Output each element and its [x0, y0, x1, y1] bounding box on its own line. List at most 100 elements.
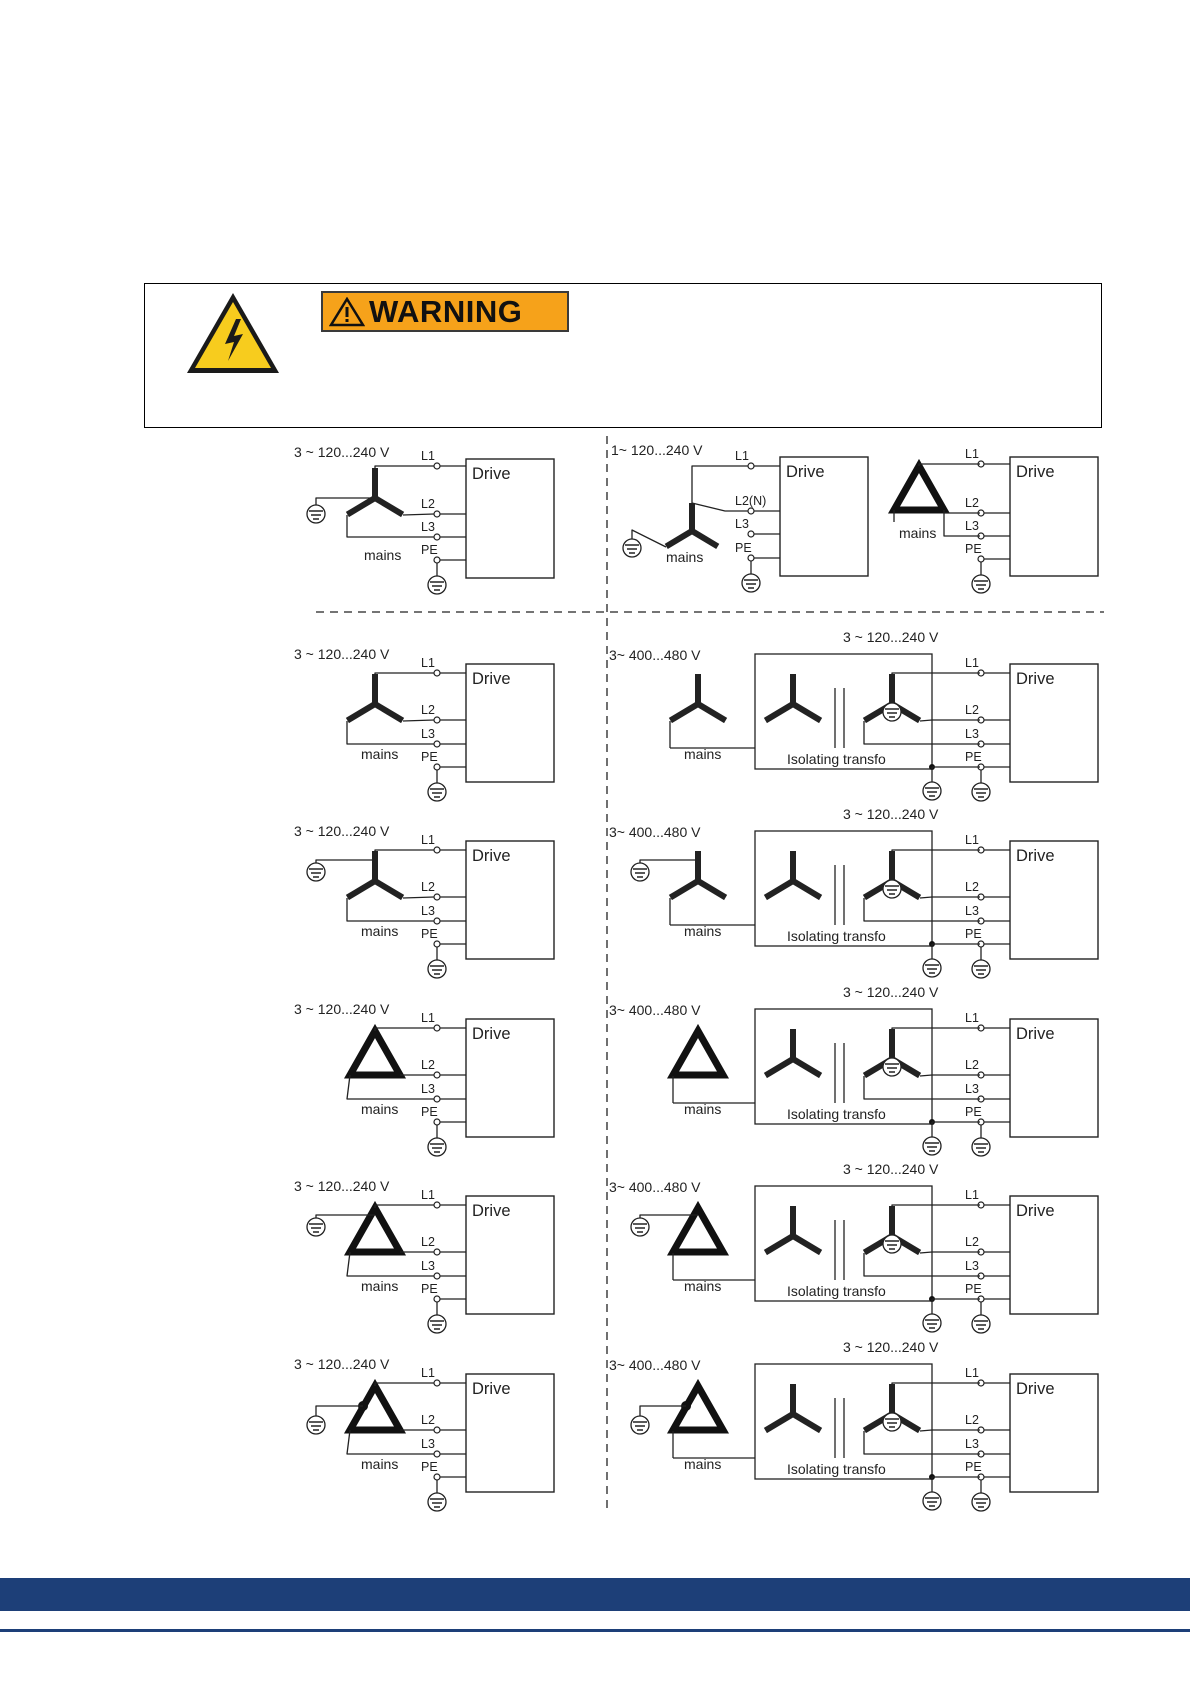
wire: [346, 1074, 434, 1100]
l3-label: L3: [421, 1082, 435, 1096]
terminal: [977, 1450, 985, 1458]
l1-label: L1: [421, 1011, 435, 1025]
delta-triangle: [666, 1023, 730, 1079]
star-arm: [373, 878, 405, 901]
voltage-label: 3 ~ 120...240 V: [294, 823, 390, 839]
wire: [891, 672, 980, 674]
l2-label: L2: [421, 1058, 435, 1072]
star-winding-icon: [668, 851, 728, 901]
star-arm: [696, 701, 728, 724]
footer-band: [0, 1578, 1190, 1611]
wire: [691, 502, 748, 512]
secondary-voltage-label: 3 ~ 120...240 V: [843, 984, 939, 1000]
terminal: [977, 1379, 985, 1387]
transformer-label: Isolating transfo: [787, 1283, 886, 1299]
terminal: [977, 1201, 985, 1209]
terminal: [433, 1379, 441, 1387]
star-arm: [763, 1411, 795, 1434]
junction-dot: [929, 1296, 935, 1302]
voltage-label: 3 ~ 120...240 V: [294, 646, 390, 662]
l2-label: L2: [965, 1235, 979, 1249]
terminal: [977, 1024, 985, 1032]
warning-badge: WARNING: [321, 291, 569, 332]
mains-label: mains: [684, 746, 721, 762]
l3-label: L3: [421, 1437, 435, 1451]
isolating-transformer-box: [754, 1008, 933, 1125]
l1-label: L1: [965, 1366, 979, 1380]
voltage-label: 3 ~ 120...240 V: [294, 1356, 390, 1372]
l1-label: L1: [965, 1188, 979, 1202]
pe-label: PE: [965, 1282, 982, 1296]
drive-box: [465, 840, 555, 960]
junction-dot: [929, 941, 935, 947]
ground-circle: [971, 574, 991, 594]
terminal: [433, 1201, 441, 1209]
wire: [374, 849, 434, 851]
ground-icon: [971, 574, 991, 594]
terminal: [747, 554, 755, 562]
ground-circle: [630, 1217, 650, 1237]
wire: [374, 672, 434, 674]
voltage-label: 3 ~ 120...240 V: [294, 444, 390, 460]
mains-label: mains: [361, 1278, 398, 1294]
delta-triangle: [343, 1023, 407, 1079]
ground-circle: [971, 959, 991, 979]
delta-winding-icon: [343, 1378, 407, 1434]
terminal: [977, 846, 985, 854]
pe-label: PE: [421, 750, 438, 764]
terminal: [433, 1295, 441, 1303]
wire: [639, 1405, 686, 1416]
drive-box: [1009, 1018, 1099, 1138]
star-arm: [763, 1233, 795, 1256]
star-arm: [862, 878, 894, 901]
ground-icon: [971, 1314, 991, 1334]
ground-icon: [427, 959, 447, 979]
mains-label: mains: [666, 549, 703, 565]
l2-label: L2: [421, 1235, 435, 1249]
delta-triangle: [666, 1378, 730, 1434]
star-winding-icon: [763, 674, 823, 724]
terminal: [977, 1118, 985, 1126]
ground-icon: [882, 1234, 902, 1254]
terminal: [433, 740, 441, 748]
terminal: [977, 1071, 985, 1079]
terminal: [977, 1272, 985, 1280]
ground-circle: [882, 1412, 902, 1432]
isolating-transformer-box: [754, 1363, 933, 1480]
wire: [374, 1027, 434, 1031]
wire: [374, 1382, 434, 1386]
star-arm: [890, 1056, 922, 1079]
secondary-voltage-label: 3 ~ 120...240 V: [843, 1161, 939, 1177]
panel-row2-right: 3~ 400...480 V3 ~ 120...240 VDriveL1L2L3…: [609, 806, 1099, 979]
terminal: [977, 555, 985, 563]
terminal: [433, 669, 441, 677]
ground-icon: [306, 862, 326, 882]
star-arm: [763, 701, 795, 724]
wire: [863, 1076, 980, 1100]
star-winding-icon: [763, 1206, 823, 1256]
delta-winding-icon: [887, 458, 951, 514]
ground-icon: [427, 1492, 447, 1512]
l2-label: L2: [421, 497, 435, 511]
l1-label: L1: [735, 449, 749, 463]
ground-icon: [427, 575, 447, 595]
wire: [402, 513, 435, 516]
wire: [315, 497, 375, 505]
delta-winding-icon: [666, 1378, 730, 1434]
l1-label: L1: [965, 833, 979, 847]
ground-icon: [427, 782, 447, 802]
ground-icon: [630, 1217, 650, 1237]
l1-label: L1: [965, 1011, 979, 1025]
ground-circle: [971, 1492, 991, 1512]
ground-circle: [622, 538, 642, 558]
voltage-label: 3~ 400...480 V: [609, 824, 701, 840]
terminal: [977, 1473, 985, 1481]
wire: [863, 1253, 980, 1277]
terminal: [977, 716, 985, 724]
terminal: [433, 917, 441, 925]
terminal: [433, 940, 441, 948]
drive-label: Drive: [472, 1202, 511, 1220]
l1-label: L1: [965, 447, 979, 461]
exclamation-triangle-icon: [329, 296, 365, 326]
